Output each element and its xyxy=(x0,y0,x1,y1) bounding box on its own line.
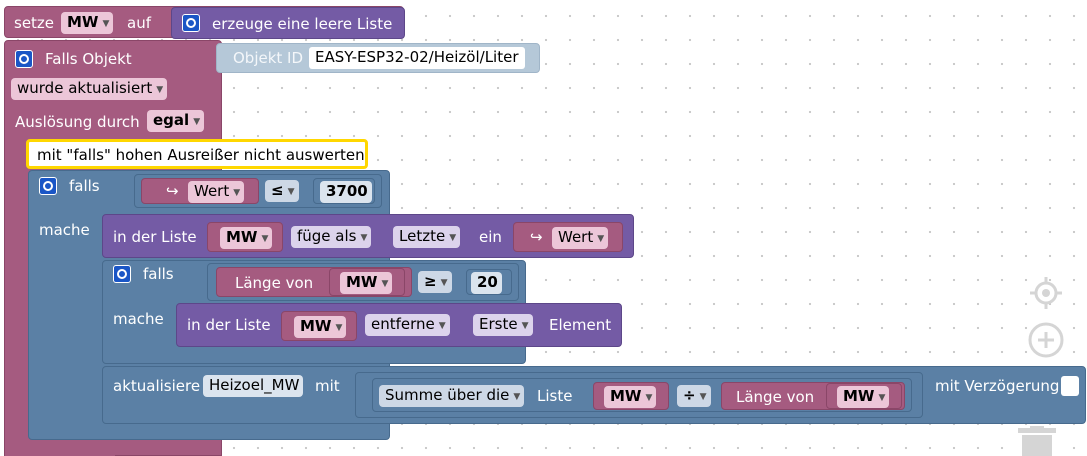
chevron-down-icon: ▼ xyxy=(261,234,269,244)
chevron-down-icon: ▼ xyxy=(193,117,201,127)
chevron-down-icon: ▼ xyxy=(156,85,164,95)
wert-block-2[interactable]: ↪ Wert▼ xyxy=(513,222,623,252)
comment-text[interactable]: mit "falls" hohen Ausreißer nicht auswer… xyxy=(37,146,365,164)
object-id-block[interactable]: Objekt ID EASY-ESP32-02/Heizöl/Liter xyxy=(216,43,540,73)
laenge-von-label: Länge von xyxy=(235,274,314,292)
in-der-liste-label-2: in der Liste xyxy=(187,316,271,334)
list-remove-block[interactable]: in der Liste MW▼ entferne▼ Erste▼ Elemen… xyxy=(176,303,622,347)
compare-block-1[interactable]: ↪ Wert▼ ≤▼ 3700 xyxy=(134,174,382,208)
action-dropdown[interactable]: füge als▼ xyxy=(291,226,372,248)
wert-arrow-icon: ↪ xyxy=(166,182,179,200)
wert-dropdown[interactable]: Wert▼ xyxy=(188,181,245,203)
mw-var-block[interactable]: MW▼ xyxy=(207,222,283,252)
gear-icon[interactable] xyxy=(182,14,200,32)
list-add-block[interactable]: in der Liste MW▼ füge als▼ Letzte▼ ein ↪… xyxy=(102,214,634,258)
objekt-id-label: Objekt ID xyxy=(233,49,304,67)
mache-label-2: mache xyxy=(113,310,164,328)
falls-objekt-label: Falls Objekt xyxy=(45,50,132,68)
setze-label: setze xyxy=(14,14,55,32)
target-state-field[interactable]: Heizoel_MW xyxy=(203,375,304,397)
verzoegerung-checkbox[interactable] xyxy=(1061,376,1079,396)
length-block[interactable]: Länge von MW▼ xyxy=(216,267,412,297)
create-list-label: erzeuge eine leere Liste xyxy=(212,15,393,33)
wert-block[interactable]: ↪ Wert▼ xyxy=(141,178,259,204)
condition-dropdown[interactable]: wurde aktualisiert▼ xyxy=(11,78,168,100)
trash-icon[interactable] xyxy=(1014,426,1060,456)
chevron-down-icon: ▼ xyxy=(381,279,389,289)
chevron-down-icon: ▼ xyxy=(878,393,886,403)
number-block-2[interactable]: 20 xyxy=(466,269,512,295)
laenge-von-label-2: Länge von xyxy=(736,388,815,406)
remove-position-dropdown[interactable]: Erste▼ xyxy=(473,314,533,336)
math-block[interactable]: Summe über die▼ Liste MW▼ ÷▼ Länge von M… xyxy=(355,372,923,418)
falls-label-2: falls xyxy=(143,265,174,283)
liste-label: Liste xyxy=(537,387,573,405)
sum-block[interactable]: Summe über die▼ Liste MW▼ ÷▼ Länge von M… xyxy=(372,378,912,412)
in-der-liste-label: in der Liste xyxy=(113,228,197,246)
verzoegerung-label: mit Verzögerung xyxy=(935,377,1060,395)
chevron-down-icon: ▼ xyxy=(521,321,529,331)
wert-arrow-icon: ↪ xyxy=(530,228,543,246)
number-field-2[interactable]: 20 xyxy=(471,272,502,294)
element-label: Element xyxy=(549,316,612,334)
mw-dropdown-5[interactable]: MW▼ xyxy=(837,386,890,408)
mache-label: mache xyxy=(39,221,90,239)
comment-block[interactable]: mit "falls" hohen Ausreißer nicht auswer… xyxy=(26,139,368,169)
variable-dropdown-mw[interactable]: MW▼ xyxy=(61,12,114,34)
mw-dropdown-4[interactable]: MW▼ xyxy=(604,386,657,408)
chevron-down-icon: ▼ xyxy=(233,188,241,198)
mw-dropdown[interactable]: MW▼ xyxy=(220,227,273,249)
operator-dropdown-2[interactable]: ≥▼ xyxy=(418,271,452,293)
update-block[interactable]: aktualisiere Heizoel_MW mit Summe über d… xyxy=(102,366,1086,424)
falls-label: falls xyxy=(69,177,100,195)
chevron-down-icon: ▼ xyxy=(287,187,295,197)
mw-dropdown-2[interactable]: MW▼ xyxy=(340,272,393,294)
mit-label: mit xyxy=(315,377,340,395)
function-dropdown[interactable]: Summe über die▼ xyxy=(379,385,525,407)
chevron-down-icon: ▼ xyxy=(102,19,110,29)
ausloesung-dropdown[interactable]: egal▼ xyxy=(147,110,205,132)
chevron-down-icon: ▼ xyxy=(597,234,605,244)
mw-var-block-5[interactable]: MW▼ xyxy=(826,383,902,409)
number-block[interactable]: 3700 xyxy=(313,178,375,204)
gear-icon[interactable] xyxy=(113,265,131,283)
chevron-down-icon: ▼ xyxy=(449,233,457,243)
auf-label: auf xyxy=(127,14,151,32)
chevron-down-icon: ▼ xyxy=(513,392,521,402)
target-icon[interactable] xyxy=(1028,275,1064,311)
objekt-id-field[interactable]: EASY-ESP32-02/Heizöl/Liter xyxy=(309,47,525,69)
chevron-down-icon: ▼ xyxy=(335,323,343,333)
gear-icon[interactable] xyxy=(39,177,57,195)
block-bottom xyxy=(5,436,115,456)
divide-operator-dropdown[interactable]: ÷▼ xyxy=(677,385,711,407)
create-empty-list-block[interactable]: erzeuge eine leere Liste xyxy=(171,7,405,39)
aktualisiere-label: aktualisiere xyxy=(113,377,201,395)
wert-dropdown-2[interactable]: Wert▼ xyxy=(552,227,609,249)
compare-block-2[interactable]: Länge von MW▼ ≥▼ 20 xyxy=(207,263,519,301)
chevron-down-icon: ▼ xyxy=(645,393,653,403)
set-variable-block[interactable]: setze MW▼ auf erzeuge eine leere Liste xyxy=(4,6,405,39)
ausloesung-label: Auslösung durch xyxy=(15,113,140,131)
number-field[interactable]: 3700 xyxy=(320,181,372,203)
mw-dropdown-3[interactable]: MW▼ xyxy=(294,316,347,338)
ein-label: ein xyxy=(479,228,502,246)
mw-var-block-4[interactable]: MW▼ xyxy=(593,382,669,410)
gear-icon[interactable] xyxy=(15,50,33,68)
chevron-down-icon: ▼ xyxy=(440,278,448,288)
length-block-2[interactable]: Länge von MW▼ xyxy=(721,382,905,410)
chevron-down-icon: ▼ xyxy=(699,392,707,402)
mw-var-block-3[interactable]: MW▼ xyxy=(281,311,357,341)
chevron-down-icon: ▼ xyxy=(360,233,368,243)
remove-action-dropdown[interactable]: entferne▼ xyxy=(365,314,450,336)
chevron-down-icon: ▼ xyxy=(438,321,446,331)
mw-var-block-2[interactable]: MW▼ xyxy=(329,268,405,296)
zoom-in-icon[interactable] xyxy=(1028,322,1064,358)
position-dropdown[interactable]: Letzte▼ xyxy=(393,226,461,248)
operator-dropdown[interactable]: ≤▼ xyxy=(265,180,299,202)
